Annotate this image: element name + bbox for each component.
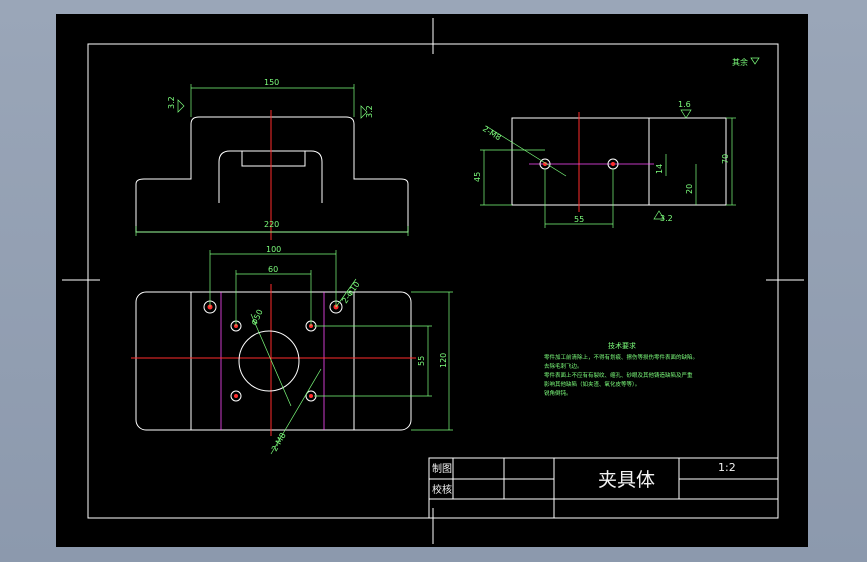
cad-drawing: 150 220 3.2 3.2 100 60 Φ50 2-Φ10 <box>62 18 804 544</box>
drawing-sheet: 150 220 3.2 3.2 100 60 Φ50 2-Φ10 <box>56 14 808 547</box>
technical-requirements: 技术要求 零件加工前清除上，不得有划痕、擦伤等损伤零件表面的缺陷。 去除毛刺飞边… <box>544 341 698 397</box>
tech-req-line: 零件加工前清除上，不得有划痕、擦伤等损伤零件表面的缺陷。 <box>544 353 698 361</box>
dim-220: 220 <box>264 220 279 229</box>
tech-req-heading: 技术要求 <box>608 341 636 350</box>
dim-70: 70 <box>721 154 730 164</box>
part-name: 夹具体 <box>598 469 655 491</box>
dim-55: 55 <box>417 356 426 366</box>
dim-60: 60 <box>268 265 278 274</box>
tech-req-line: 锐角倒钝。 <box>544 389 572 397</box>
checked-label: 校核 <box>432 483 452 496</box>
rough-top-left: 3.2 <box>167 96 176 109</box>
dim-lower-callout: 2-M8 <box>270 431 288 453</box>
dim-120: 120 <box>439 353 448 368</box>
dim-150: 150 <box>264 78 279 87</box>
roughness-note: 其余 <box>732 57 748 67</box>
dim-55-side: 55 <box>574 215 584 224</box>
tech-req-line: 影响其他缺陷（如夹渣、氧化皮等等）。 <box>544 380 640 388</box>
dim-45: 45 <box>473 172 482 182</box>
dim-hole-callout: 2-Φ10 <box>340 280 361 305</box>
front-view: 150 220 3.2 3.2 <box>135 78 409 240</box>
side-hole-callout: 2-M8 <box>481 124 503 142</box>
side-view: 2-M8 45 70 14 20 55 1.6 3.2 <box>473 100 736 228</box>
rough-side-top: 1.6 <box>678 100 691 109</box>
dim-bore: Φ50 <box>250 308 265 327</box>
plan-view: 100 60 Φ50 2-Φ10 2-M8 55 120 <box>131 245 453 455</box>
roughness-note-symbol <box>750 57 760 65</box>
dim-14: 14 <box>655 164 664 174</box>
title-block: 制图 校核 夹具体 1:2 <box>428 457 779 519</box>
tech-req-line: 零件表面上不应有有裂纹、缩孔、砂眼及其他铸造缺陷及严重 <box>544 371 693 379</box>
dim-100: 100 <box>266 245 281 254</box>
inner-frame <box>87 43 779 519</box>
dim-20: 20 <box>685 184 694 194</box>
rough-top-right: 3.2 <box>365 105 374 118</box>
tech-req-line: 去除毛刺飞边。 <box>544 362 583 370</box>
drawn-label: 制图 <box>432 462 452 475</box>
scale: 1:2 <box>718 461 736 474</box>
rough-side-bottom: 3.2 <box>660 214 673 223</box>
